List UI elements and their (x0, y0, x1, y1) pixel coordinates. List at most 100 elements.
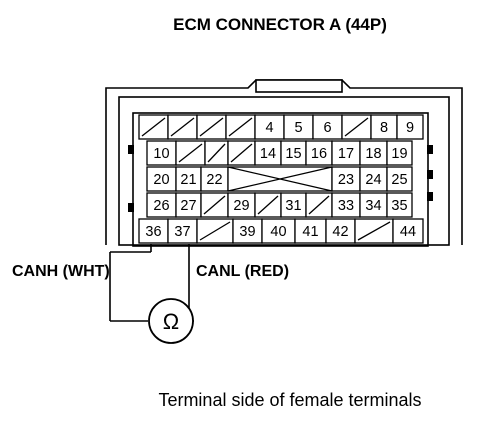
terminal-number: 20 (153, 172, 169, 188)
terminal-31: 31 (280, 192, 307, 218)
blank-cavity (175, 140, 206, 166)
terminal-number: 21 (180, 172, 196, 188)
terminal-20: 20 (146, 166, 177, 192)
terminal-33: 33 (331, 192, 361, 218)
terminal-number: 31 (285, 198, 301, 214)
diagram-title: ECM CONNECTOR A (44P) (173, 15, 387, 34)
terminal-42: 42 (325, 218, 356, 244)
terminal-cell (138, 218, 169, 244)
ohm-symbol: Ω (163, 309, 179, 334)
blank-slash (178, 143, 203, 163)
blank-cross (227, 166, 333, 192)
terminal-number: 19 (391, 146, 407, 162)
terminal-number: 9 (406, 120, 414, 136)
terminal-cell (359, 192, 388, 218)
blank-cavity (341, 114, 372, 140)
blank-slash (257, 195, 279, 215)
terminal-number: 5 (294, 120, 302, 136)
terminal-number: 33 (338, 198, 354, 214)
terminal-29: 29 (227, 192, 256, 218)
terminal-23: 23 (331, 166, 361, 192)
terminal-cell (386, 140, 413, 166)
terminal-cell (331, 140, 361, 166)
blank-slash (170, 117, 195, 137)
blank-cavity (138, 114, 169, 140)
terminal-number: 35 (391, 198, 407, 214)
terminal-9: 9 (396, 114, 424, 140)
terminal-number: 18 (365, 146, 381, 162)
terminal-cell (254, 140, 282, 166)
blank-cavity (305, 192, 333, 218)
terminal-cell (200, 166, 229, 192)
terminal-number: 44 (400, 224, 416, 240)
blank-cavity (354, 218, 394, 244)
terminal-cell (280, 192, 307, 218)
terminal-cell (232, 218, 263, 244)
terminal-24: 24 (359, 166, 388, 192)
terminal-18: 18 (359, 140, 388, 166)
terminal-44: 44 (392, 218, 424, 244)
terminal-22: 22 (200, 166, 229, 192)
terminal-14: 14 (254, 140, 282, 166)
ohmmeter-icon (148, 298, 194, 344)
terminal-36: 36 (138, 218, 169, 244)
blank-cavity (254, 192, 282, 218)
terminal-number: 6 (323, 120, 331, 136)
terminal-number: 40 (270, 224, 286, 240)
terminal-cell (325, 218, 356, 244)
blank-cavity (227, 166, 333, 192)
terminal-number: 14 (260, 146, 276, 162)
terminal-cell (359, 166, 388, 192)
terminal-number: 42 (332, 224, 348, 240)
terminal-cell (331, 166, 361, 192)
terminal-cell (254, 114, 285, 140)
terminal-number: 34 (365, 198, 381, 214)
terminal-cell (359, 140, 388, 166)
connector-latch-marks (128, 145, 433, 212)
terminal-40: 40 (261, 218, 296, 244)
blank-slash (199, 221, 231, 241)
terminal-19: 19 (386, 140, 413, 166)
blank-slash (207, 143, 226, 163)
blank-slash (199, 117, 224, 137)
terminal-cell (280, 140, 307, 166)
canh-label: CANH (WHT) (12, 263, 110, 280)
blank-slash (357, 221, 391, 241)
terminal-number: 10 (153, 146, 169, 162)
blank-slash (308, 195, 330, 215)
terminal-number: 41 (302, 224, 318, 240)
blank-slash (230, 143, 253, 163)
terminal-number: 25 (391, 172, 407, 188)
terminal-41: 41 (294, 218, 327, 244)
blank-cavity (196, 218, 234, 244)
canl-label: CANL (RED) (196, 263, 289, 280)
terminal-cell (386, 192, 413, 218)
terminal-number: 22 (206, 172, 222, 188)
terminal-number: 29 (233, 198, 249, 214)
terminal-cell (392, 218, 424, 244)
blank-cavity (227, 140, 256, 166)
blank-slash (344, 117, 369, 137)
terminal-number: 37 (174, 224, 190, 240)
terminal-number: 8 (380, 120, 388, 136)
terminal-27: 27 (175, 192, 202, 218)
terminal-10: 10 (146, 140, 177, 166)
terminal-21: 21 (175, 166, 202, 192)
terminal-cell (386, 166, 413, 192)
terminal-37: 37 (167, 218, 198, 244)
terminal-34: 34 (359, 192, 388, 218)
terminal-25: 25 (386, 166, 413, 192)
terminal-6: 6 (312, 114, 343, 140)
terminal-number: 24 (365, 172, 381, 188)
blank-cavity (204, 140, 229, 166)
terminal-17: 17 (331, 140, 361, 166)
terminal-number: 27 (180, 198, 196, 214)
terminal-26: 26 (146, 192, 177, 218)
terminal-number: 16 (311, 146, 327, 162)
terminal-number: 15 (285, 146, 301, 162)
blank-slash (228, 117, 253, 137)
terminal-number: 39 (239, 224, 255, 240)
terminal-4: 4 (254, 114, 285, 140)
